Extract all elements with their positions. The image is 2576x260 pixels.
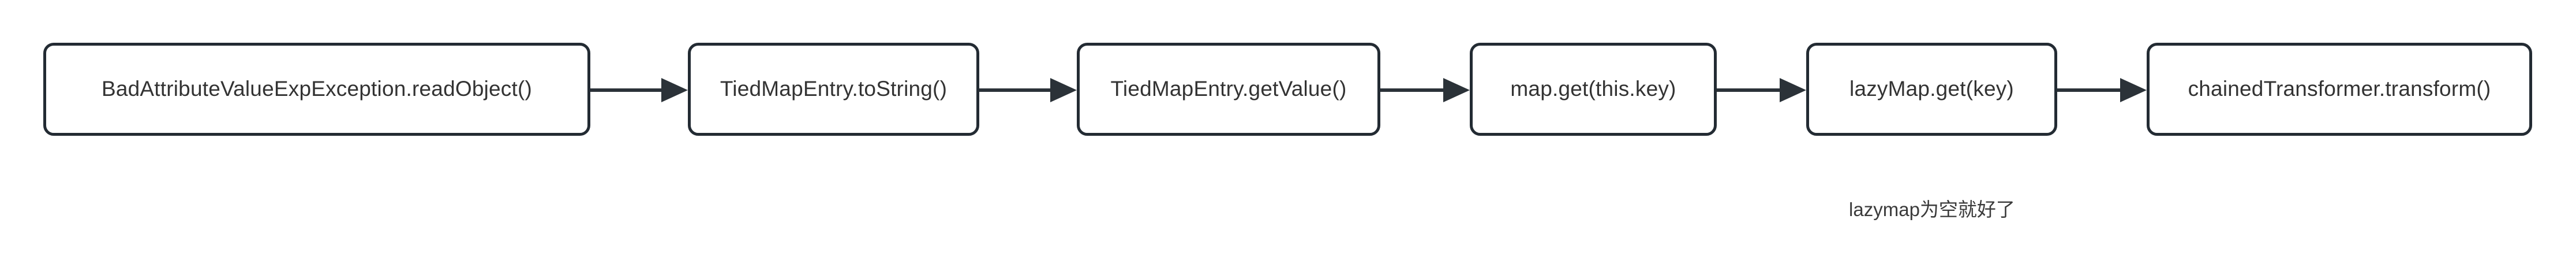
flow-node-tostring[interactable]: TiedMapEntry.toString() (688, 43, 979, 136)
flow-node-lazymap-get[interactable]: lazyMap.get(key) (1806, 43, 2057, 136)
arrow-line (590, 88, 662, 92)
flow-node-getvalue[interactable]: TiedMapEntry.getValue() (1077, 43, 1380, 136)
flow-node-label: TiedMapEntry.toString() (720, 77, 948, 101)
arrow-head-icon (661, 78, 688, 102)
arrow-line (1717, 88, 1781, 92)
flow-node-label: chainedTransformer.transform() (2188, 77, 2491, 101)
flow-node-chainedtransformer[interactable]: chainedTransformer.transform() (2147, 43, 2532, 136)
flow-node-label: TiedMapEntry.getValue() (1110, 77, 1347, 101)
flow-node-label: BadAttributeValueExpException.readObject… (101, 77, 533, 101)
flow-node-label: lazyMap.get(key) (1849, 77, 2014, 101)
flow-node-label: map.get(this.key) (1510, 77, 1676, 101)
arrow-head-icon (1780, 78, 1806, 102)
arrow-head-icon (1443, 78, 1470, 102)
arrow-line (1380, 88, 1444, 92)
arrow-head-icon (2120, 78, 2147, 102)
annotation-line-1: lazymap为空就好了 (1849, 198, 2015, 220)
arrow-line (2057, 88, 2121, 92)
arrow-head-icon (1050, 78, 1077, 102)
flow-node-readobject[interactable]: BadAttributeValueExpException.readObject… (43, 43, 590, 136)
arrow-line (979, 88, 1051, 92)
annotation-lazymap-note: lazymap为空就好了 不能包含key (1849, 151, 2015, 260)
flow-node-map-get[interactable]: map.get(this.key) (1470, 43, 1717, 136)
